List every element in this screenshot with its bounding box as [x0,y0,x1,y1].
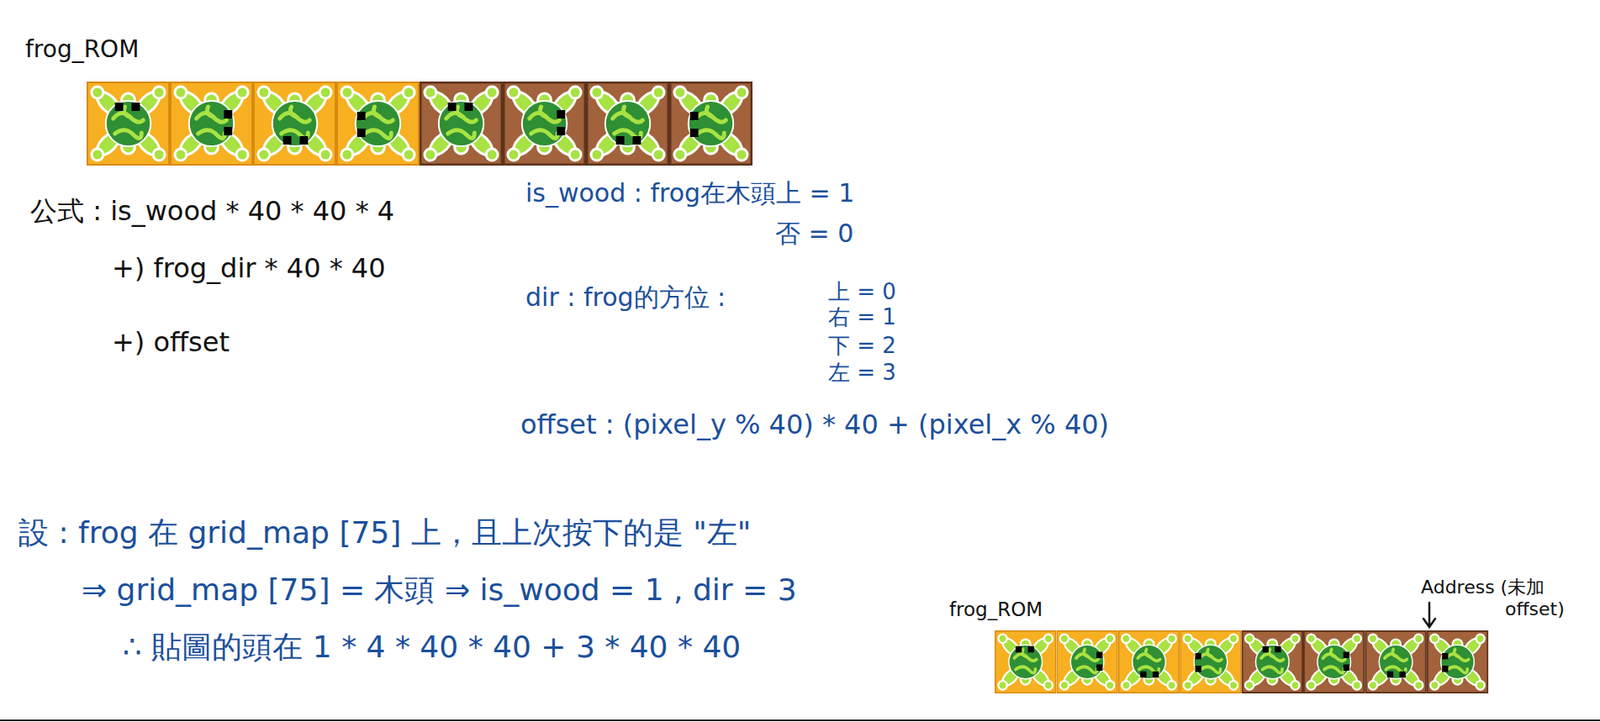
note-text: 左 = 3 [828,359,897,386]
frog-tile [503,82,586,165]
frog-tile [253,82,336,165]
note-text: 上 = 0 [828,279,897,306]
frog-tile [1365,631,1426,694]
address-arrow [1423,602,1436,628]
note-text: ⇒ grid_map [75] = 木頭 ⇒ is_wood = 1 , dir… [81,571,798,608]
note-text: dir : frog的方位 : [525,282,726,313]
note-text: 公式 : is_wood * 40 * 40 * 4 [30,195,395,228]
note-text: frog_ROM [25,35,139,64]
note-text: 右 = 1 [828,304,897,331]
note-text: offset : (pixel_y % 40) * 40 + (pixel_x … [520,408,1109,441]
note-text: +) offset [111,326,230,359]
bottom-rule [0,719,1600,722]
frog-tile [170,82,253,165]
note-text: ∴ 貼圖的頭在 1 * 4 * 40 * 40 + 3 * 40 * 40 [122,628,741,666]
frog-tile [1241,631,1303,694]
frog-rom-strip [87,82,752,165]
frog-tile [1304,631,1365,694]
frog-tile [420,82,502,165]
frog-tile [1119,631,1180,694]
note-text: 設 : frog 在 grid_map [75] 上，且上次按下的是 "左" [18,514,751,551]
note-text: Address (未加 offset) [1420,576,1590,621]
frog-tile [1056,631,1118,694]
frog-tile [670,82,752,165]
note-text: 下 = 2 [828,332,897,360]
note-text: +) frog_dir * 40 * 40 [111,252,386,285]
note-text: is_wood : frog在木頭上 = 1 [525,178,855,209]
frog-tile [586,82,669,165]
frog-tile [1427,631,1489,694]
frog-tile [995,631,1057,694]
frog-tile [1180,631,1241,694]
note-text: 否 = 0 [775,218,854,249]
frog-tile [337,82,419,165]
frog-tile [87,82,169,165]
note-text: frog_ROM [949,598,1043,623]
frog-rom-strip-small [995,631,1489,694]
